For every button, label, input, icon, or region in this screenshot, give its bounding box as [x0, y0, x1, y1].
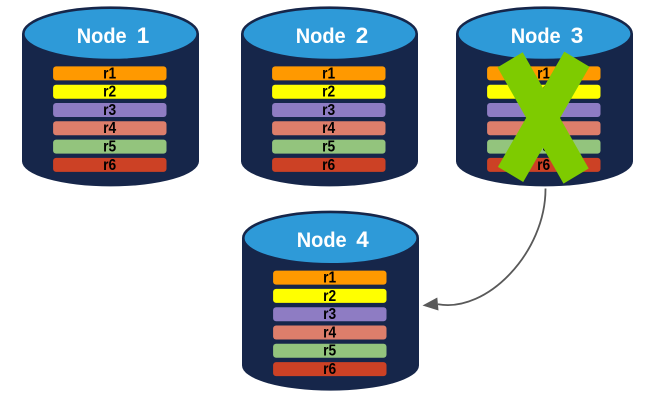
svg-text:2: 2 — [356, 23, 369, 48]
svg-text:4: 4 — [356, 227, 369, 252]
svg-text:Node: Node — [296, 24, 346, 48]
svg-text:Node: Node — [297, 228, 347, 252]
svg-text:1: 1 — [137, 23, 150, 48]
svg-text:3: 3 — [571, 23, 584, 48]
svg-text:Node: Node — [77, 24, 127, 48]
svg-text:Node: Node — [511, 24, 561, 48]
